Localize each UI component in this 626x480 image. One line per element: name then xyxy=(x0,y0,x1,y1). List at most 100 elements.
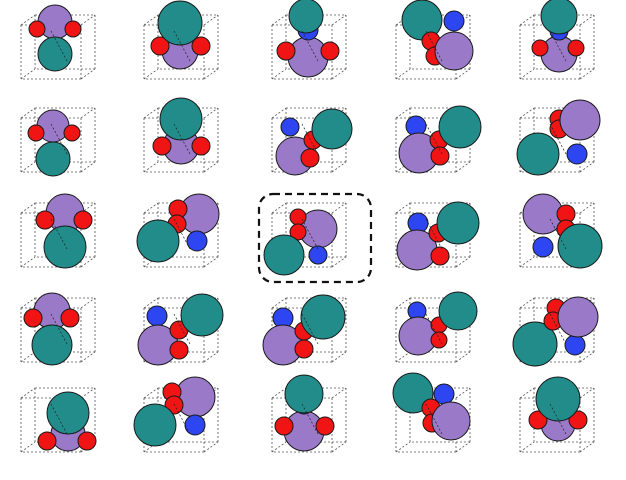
cube-edge xyxy=(271,297,287,309)
cube-edge xyxy=(80,351,96,363)
cube-edge xyxy=(331,161,347,173)
cube-edge xyxy=(143,297,159,309)
cube-edge xyxy=(20,387,36,399)
unit-cell-2-4 xyxy=(519,193,603,269)
cube-edge xyxy=(203,68,219,80)
teal-atom xyxy=(438,291,478,331)
unit-cell-4-1 xyxy=(133,376,219,453)
unit-cell-2-3 xyxy=(395,201,480,271)
teal-atom xyxy=(159,97,203,141)
cube-edge xyxy=(203,256,219,268)
cube-edge xyxy=(271,441,287,453)
unit-cell-3-1 xyxy=(137,293,224,366)
cube-edge xyxy=(579,441,595,453)
cube-edge xyxy=(579,14,595,26)
teal-atom xyxy=(436,201,480,245)
cube-edge xyxy=(80,161,96,173)
cube-edge xyxy=(579,351,595,363)
cube-edge xyxy=(331,441,347,453)
cube-edge xyxy=(80,68,96,80)
red-atom xyxy=(528,410,548,430)
cube-edge xyxy=(143,441,159,453)
red-atom xyxy=(27,124,45,142)
teal-atom xyxy=(180,293,224,337)
unit-cell-2-2 xyxy=(263,202,347,276)
red-atom xyxy=(289,208,307,226)
teal-atom xyxy=(263,234,305,276)
cube-diagonal xyxy=(301,30,319,62)
cube-diagonal xyxy=(50,313,68,345)
teal-atom xyxy=(284,374,324,414)
unit-cell-3-2 xyxy=(262,294,347,366)
unit-cell-0-4 xyxy=(519,0,595,80)
cube-diagonal xyxy=(301,218,319,250)
cube-edge xyxy=(331,256,347,268)
blue-atom xyxy=(146,305,168,327)
cube-edge xyxy=(395,351,411,363)
unit-cell-4-4 xyxy=(519,376,595,453)
red-atom xyxy=(315,416,335,436)
cube-diagonal xyxy=(173,403,191,435)
cube-edge xyxy=(20,161,36,173)
cube-edge xyxy=(271,107,287,119)
cube-edge xyxy=(143,107,159,119)
blue-atom xyxy=(566,143,588,165)
blue-atom xyxy=(443,10,465,32)
red-atom xyxy=(430,146,450,166)
cube-edge xyxy=(395,202,411,214)
cube-edge xyxy=(203,107,219,119)
teal-atom xyxy=(288,0,324,34)
cube-edge xyxy=(455,256,471,268)
red-atom xyxy=(28,20,46,38)
cube-edge xyxy=(20,441,36,453)
teal-atom xyxy=(31,324,73,366)
unit-cell-0-0 xyxy=(20,4,96,80)
unit-cell-1-1 xyxy=(143,97,219,173)
cube-diagonal xyxy=(425,403,443,435)
red-atom xyxy=(531,39,549,57)
cube-edge xyxy=(20,202,36,214)
teal-atom xyxy=(157,0,203,46)
cube-edge xyxy=(80,202,96,214)
cube-edge xyxy=(331,351,347,363)
unit-cell-4-3 xyxy=(392,372,471,453)
teal-atom xyxy=(516,132,560,176)
cube-diagonal xyxy=(549,403,567,435)
cube-diagonal xyxy=(301,313,319,345)
cube-edge xyxy=(80,256,96,268)
cube-edge xyxy=(331,68,347,80)
cube-edge xyxy=(20,107,36,119)
cube-edge xyxy=(519,297,535,309)
unit-cell-4-0 xyxy=(20,387,97,453)
unit-cell-1-3 xyxy=(395,105,482,174)
red-atom xyxy=(274,416,294,436)
cube-edge xyxy=(455,387,471,399)
cube-edge xyxy=(579,68,595,80)
cube-diagonal xyxy=(50,123,68,155)
cube-edge xyxy=(20,256,36,268)
cube-edge xyxy=(20,297,36,309)
cube-diagonal xyxy=(173,123,191,155)
cube-edge xyxy=(143,387,159,399)
cube-edge xyxy=(455,161,471,173)
red-atom xyxy=(294,339,314,359)
red-atom xyxy=(169,340,189,360)
teal-atom xyxy=(438,105,482,149)
teal-atom xyxy=(300,294,346,340)
teal-atom xyxy=(540,0,578,35)
cube-diagonal xyxy=(50,403,68,435)
cube-edge xyxy=(395,161,411,173)
cube-edge xyxy=(455,68,471,80)
unit-cell-1-2 xyxy=(271,107,353,176)
cube-diagonal xyxy=(425,218,443,250)
cube-diagonal xyxy=(301,123,319,155)
cube-diagonal xyxy=(173,218,191,250)
cube-edge xyxy=(143,202,159,214)
cube-edge xyxy=(80,297,96,309)
red-atom xyxy=(430,246,450,266)
blue-atom xyxy=(280,117,300,137)
red-atom xyxy=(77,431,97,451)
cube-diagonal xyxy=(173,313,191,345)
cube-edge xyxy=(455,441,471,453)
